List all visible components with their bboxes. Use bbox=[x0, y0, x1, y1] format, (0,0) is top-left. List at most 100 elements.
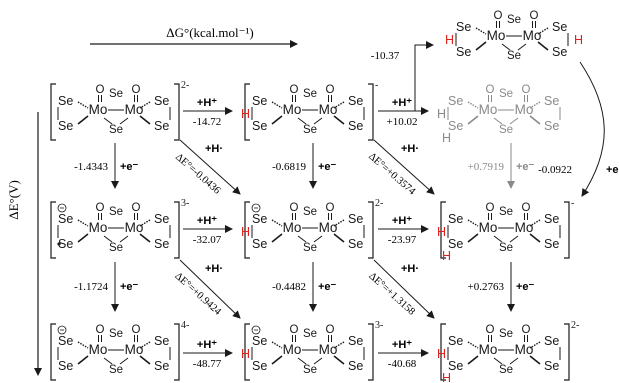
electron-value-r1-c1: -1.4343 bbox=[74, 161, 108, 173]
se-bridge-bond-1 bbox=[493, 357, 503, 365]
se-bridge-bond-1 bbox=[297, 235, 307, 243]
mo-se-bond-left-top bbox=[77, 219, 89, 227]
se-bridge-bottom: Se bbox=[303, 242, 317, 254]
proton-label-r3-b: +H⁺ bbox=[392, 339, 412, 351]
se-terminal-left-top: Se bbox=[58, 212, 73, 226]
right-bracket bbox=[368, 201, 374, 259]
se-terminal-right-top: Se bbox=[544, 212, 559, 226]
electron-label-r1-c3: +e⁻ bbox=[516, 161, 535, 173]
se-bridge-top: Se bbox=[109, 328, 123, 340]
proton-label-r3-a: +H⁺ bbox=[197, 339, 217, 351]
se-terminal-left-top: Se bbox=[456, 20, 471, 34]
mo-atom-left: Mo bbox=[89, 342, 108, 357]
mo-se-bond-right-bottom bbox=[529, 115, 541, 125]
electron-value-r1-c2: -0.6819 bbox=[272, 161, 306, 173]
proton-value-r3-a: -48.77 bbox=[193, 358, 222, 370]
left-bracket bbox=[244, 201, 250, 259]
se-terminal-right-bottom: Se bbox=[544, 359, 559, 373]
top-branch-arrow bbox=[414, 41, 434, 111]
electron-value-r2-c3: +0.2763 bbox=[468, 281, 505, 293]
se-terminal-left-bottom: Se bbox=[456, 45, 471, 59]
proton-value-r1-b: +10.02 bbox=[387, 116, 418, 128]
mo-atom-left: Mo bbox=[283, 220, 302, 235]
hydrogen-atom-left: H bbox=[241, 225, 250, 239]
se-bridge-bond-1 bbox=[297, 117, 307, 125]
proton-value-r2-a: -32.07 bbox=[193, 234, 222, 246]
se-bridge-bond-2 bbox=[119, 117, 129, 125]
proton-value-r3-b: -40.68 bbox=[388, 358, 417, 370]
charge-label: 3- bbox=[375, 320, 383, 331]
mo-se-bond-right-top bbox=[529, 219, 541, 227]
mo-se-bond-right-top bbox=[333, 101, 345, 109]
se-bridge-top: Se bbox=[507, 14, 521, 26]
se-bridge-bottom: Se bbox=[109, 242, 123, 254]
se-terminal-left-bottom: Se bbox=[252, 359, 267, 373]
se-bridge-bond-1 bbox=[493, 117, 503, 125]
right-bracket bbox=[368, 323, 374, 381]
oxo-atom-right: O bbox=[522, 84, 531, 96]
proton-value-r1-a: -14.72 bbox=[193, 116, 221, 128]
se-bridge-bond-1 bbox=[297, 357, 307, 365]
de-axis-label: ΔE°(V) bbox=[6, 180, 21, 220]
mo-atom-right: Mo bbox=[523, 28, 542, 43]
se-bridge-bond-1 bbox=[103, 357, 113, 365]
proton-label-r2-b: +H⁺ bbox=[392, 215, 412, 227]
se-bridge-bottom: Se bbox=[303, 124, 317, 136]
right-bracket bbox=[174, 201, 180, 259]
mo-atom-left: Mo bbox=[479, 342, 498, 357]
diag-arrow-1 bbox=[179, 139, 241, 195]
mo-se-bond-left-bottom bbox=[271, 115, 283, 125]
se-terminal-right-bottom: Se bbox=[544, 119, 559, 133]
oxo-atom-left: O bbox=[486, 84, 495, 96]
mo-se-bond-left-top bbox=[271, 219, 283, 227]
mo-atom-right: Mo bbox=[319, 102, 338, 117]
diag-label-3: +H· bbox=[205, 263, 223, 275]
se-terminal-right-top: Se bbox=[154, 334, 169, 348]
se-terminal-left-top: Se bbox=[58, 94, 73, 108]
left-bracket bbox=[50, 323, 56, 381]
electron-arrows: -1.4343 +e⁻ -0.6819 +e⁻ +0.7919 +e⁻ -1.1… bbox=[74, 143, 535, 312]
oxo-atom-left: O bbox=[96, 202, 105, 214]
negative-charge-circle bbox=[251, 203, 261, 213]
se-terminal-right-bottom: Se bbox=[154, 237, 169, 251]
mo-se-bond-left-bottom bbox=[467, 115, 479, 125]
hydrogen-atom-left-low: H bbox=[442, 249, 451, 263]
se-bridge-bond-2 bbox=[509, 117, 519, 125]
mo-se-bond-left-bottom bbox=[271, 233, 283, 243]
mo-se-bond-right-bottom bbox=[529, 233, 541, 243]
se-terminal-left-top: Se bbox=[252, 334, 267, 348]
oxo-atom-right: O bbox=[326, 84, 335, 96]
electron-label-r2-c3: +e⁻ bbox=[516, 281, 535, 293]
left-bracket bbox=[50, 201, 56, 259]
mo-atom-right: Mo bbox=[319, 342, 338, 357]
charge-label: 4- bbox=[181, 320, 189, 331]
right-bracket bbox=[564, 201, 570, 259]
left-bracket bbox=[440, 201, 446, 259]
left-bracket bbox=[244, 323, 250, 381]
oxo-atom-right: O bbox=[530, 10, 539, 22]
mo-atom-left: Mo bbox=[283, 342, 302, 357]
hydrogen-atom-left: H bbox=[437, 347, 446, 361]
negative-charge-circle bbox=[57, 203, 67, 213]
mo-se-bond-left-top bbox=[271, 101, 283, 109]
mo-se-bond-left-top bbox=[475, 27, 487, 35]
se-terminal-left-top: Se bbox=[448, 94, 463, 108]
charge-label: - bbox=[375, 80, 378, 91]
se-terminal-left-bottom: Se bbox=[58, 237, 73, 251]
mo-atom-left: Mo bbox=[479, 102, 498, 117]
top-branch: -10.37 bbox=[371, 41, 434, 111]
mo-se-bond-left-top bbox=[77, 101, 89, 109]
se-bridge-bottom: Se bbox=[109, 124, 123, 136]
electron-label-r1-c1: +e⁻ bbox=[120, 161, 139, 173]
se-bridge-top: Se bbox=[499, 88, 513, 100]
se-bridge-top: Se bbox=[109, 88, 123, 100]
mo-atom-right: Mo bbox=[515, 220, 534, 235]
se-bridge-bottom: Se bbox=[507, 50, 521, 62]
left-bracket bbox=[440, 323, 446, 381]
mo-se-bond-left-bottom bbox=[271, 355, 283, 365]
